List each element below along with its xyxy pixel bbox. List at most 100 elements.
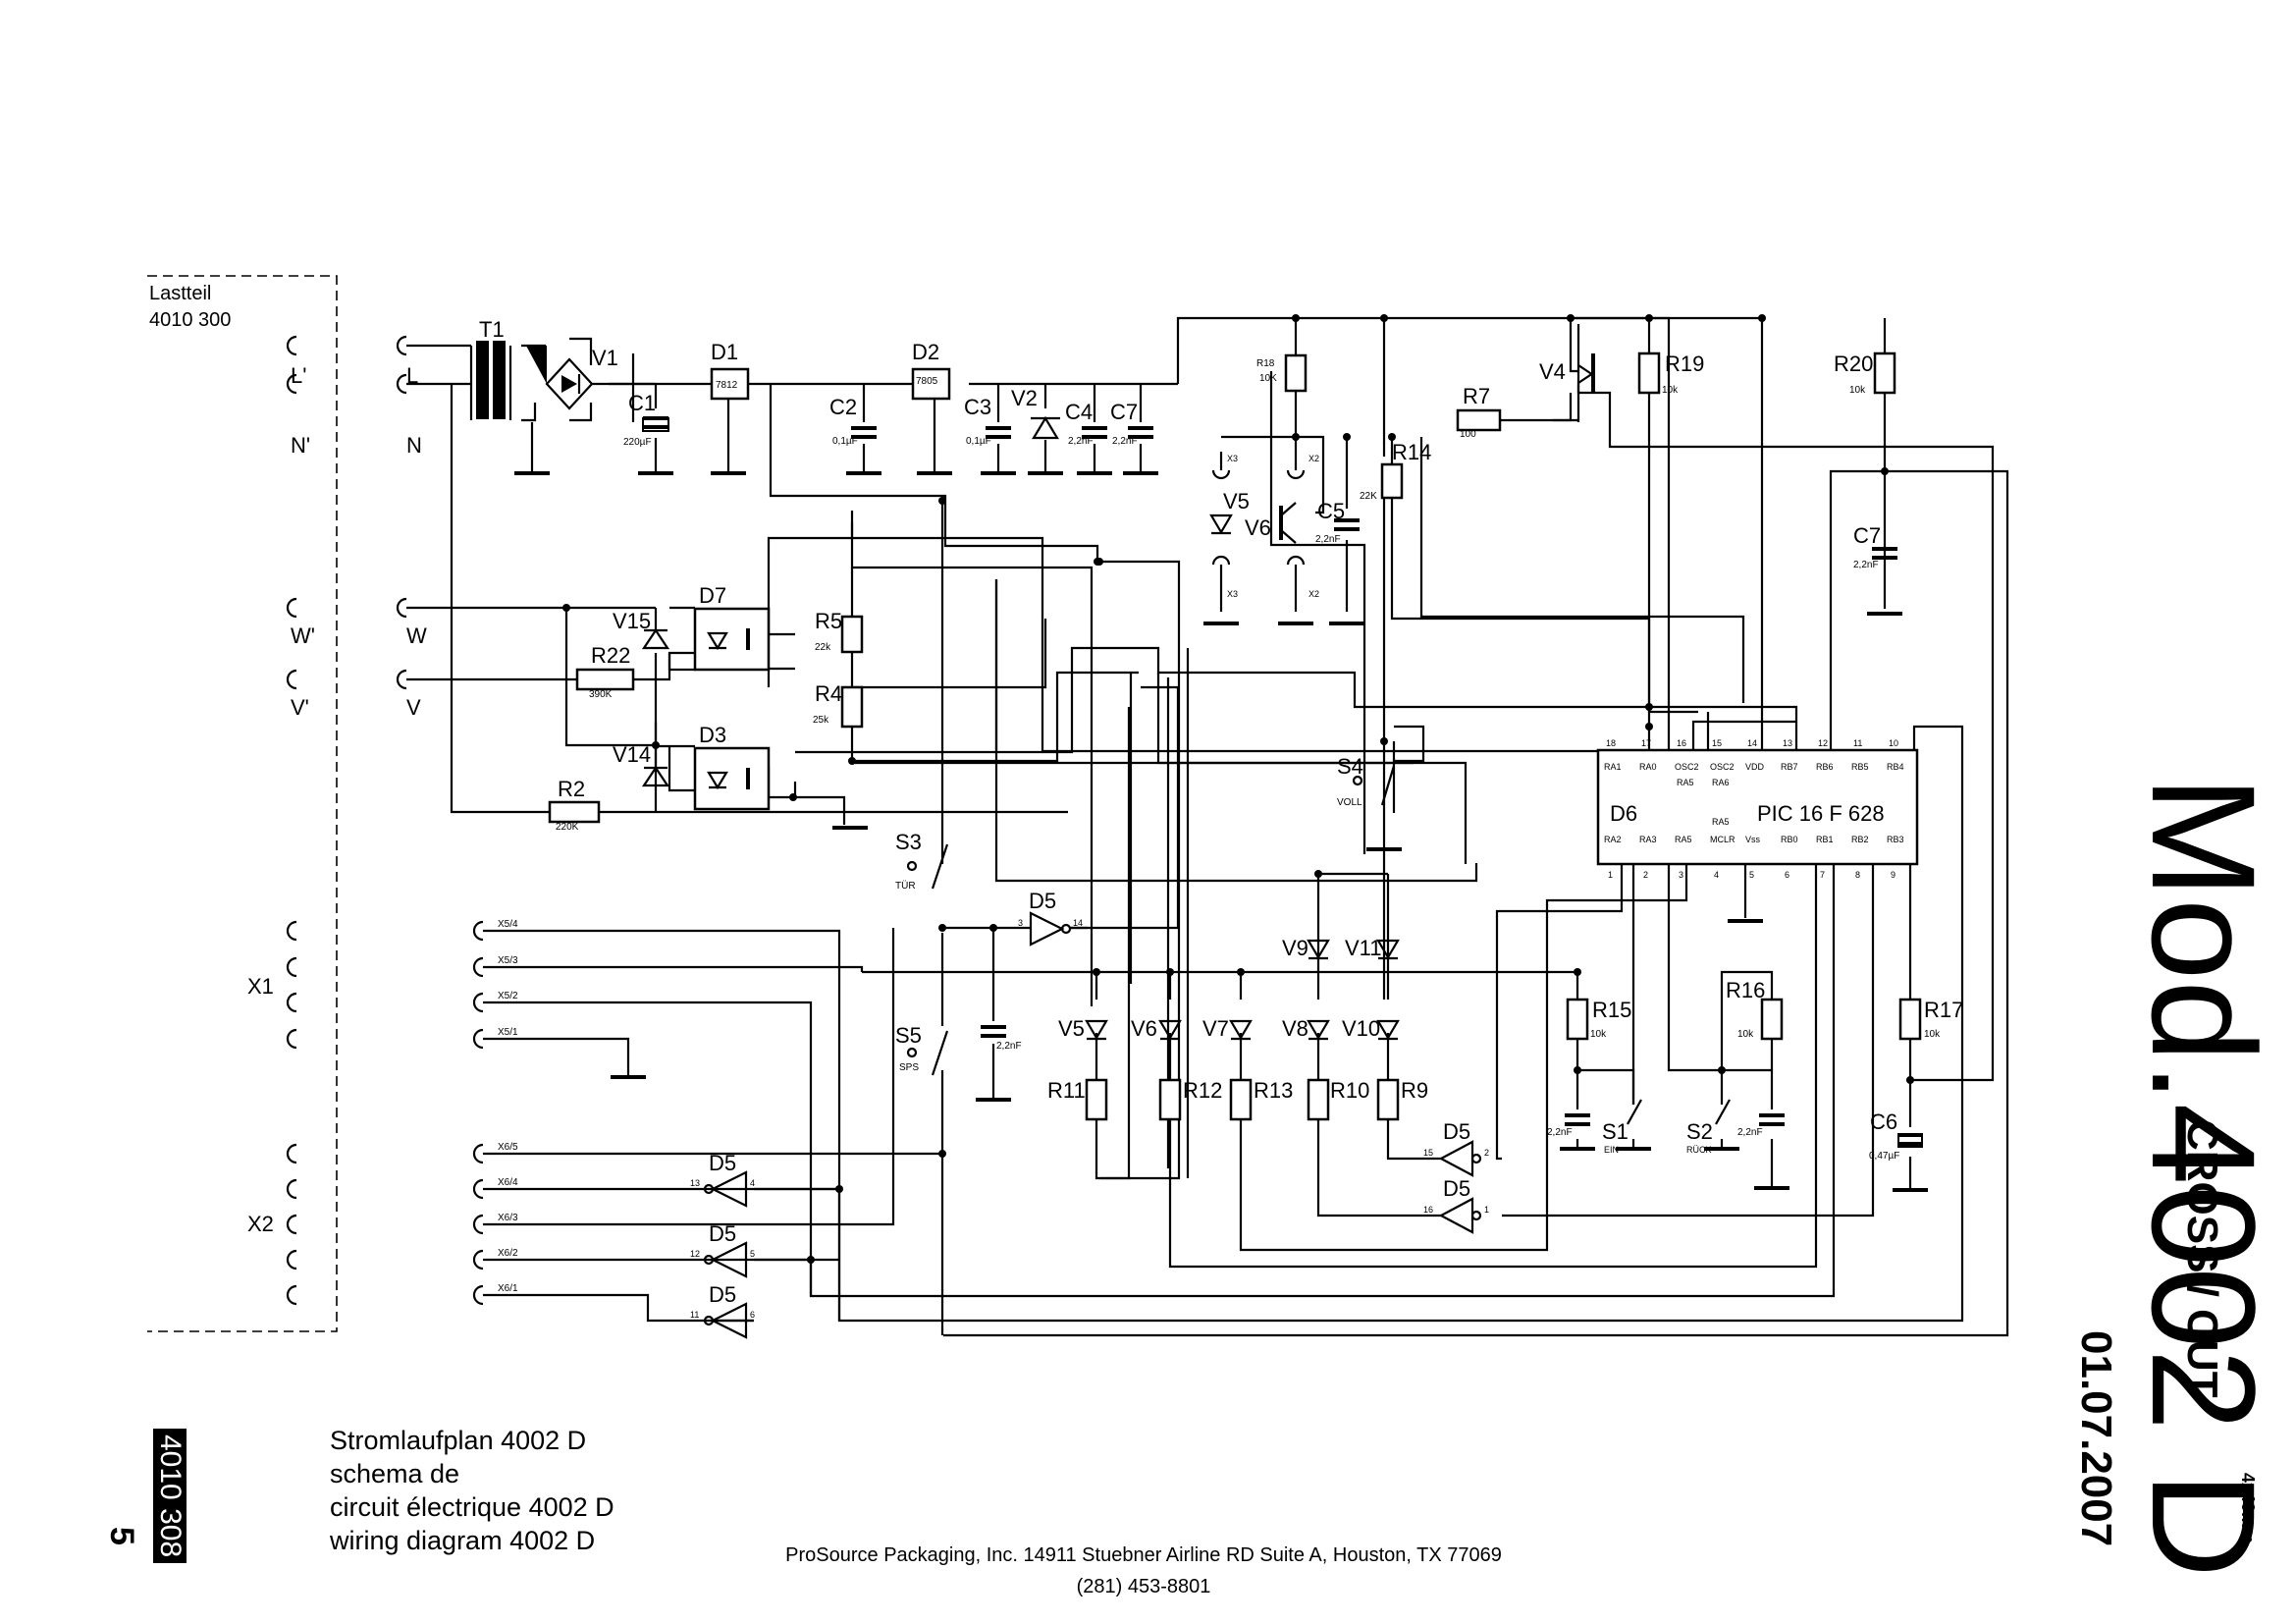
- transistor-v4: [1577, 353, 1595, 393]
- svg-text:8: 8: [1855, 870, 1860, 880]
- resistor-r17: [1898, 998, 1922, 1041]
- value-r16: 10k: [1737, 1029, 1754, 1040]
- value-c5: 2,2nF: [1315, 534, 1341, 545]
- resistor-r22: [575, 668, 635, 691]
- label-c1: C1: [628, 391, 656, 415]
- terminal-block-x5: [286, 920, 485, 1050]
- label-s2-desc: RÜCK: [1686, 1145, 1712, 1155]
- label-s2: S2: [1686, 1119, 1713, 1144]
- lastteil-number: 4010 300: [149, 309, 231, 331]
- svg-text:RA3: RA3: [1639, 835, 1657, 844]
- label-x3-top: X3: [1227, 454, 1238, 463]
- value-r17: 10k: [1924, 1029, 1941, 1040]
- label-v11: V11: [1345, 936, 1382, 960]
- label-d5-5: D5: [1443, 1176, 1470, 1201]
- label-c2: C2: [829, 395, 857, 419]
- value-c4: 2,2nF: [1068, 436, 1094, 447]
- svg-text:MCLR: MCLR: [1710, 835, 1735, 844]
- pin-d5-top-out: 14: [1073, 918, 1083, 928]
- pin-d5-1-out: 4: [750, 1178, 755, 1188]
- label-d5-3: D5: [709, 1282, 736, 1307]
- value-r22: 390K: [589, 689, 613, 700]
- pin-d5-4-in: 15: [1423, 1148, 1433, 1158]
- svg-text:RB3: RB3: [1887, 835, 1904, 844]
- pin-d5-4-out: 2: [1484, 1148, 1489, 1158]
- inverter-d5-1: [703, 1170, 748, 1208]
- inverter-d5-top: [1029, 911, 1072, 947]
- svg-text:3: 3: [1679, 870, 1683, 880]
- transformer-t1: [469, 341, 512, 420]
- zener-v14: [641, 766, 670, 787]
- switch-s4: [1352, 765, 1396, 806]
- value-r18: 10K: [1259, 373, 1277, 384]
- label-ic: PIC 16 F 628: [1757, 801, 1885, 826]
- document-number: 4010 308: [153, 1429, 187, 1564]
- svg-text:10: 10: [1889, 738, 1898, 748]
- switch-s3: [906, 843, 949, 890]
- switch-s2: [1715, 1099, 1731, 1125]
- svg-text:12: 12: [1818, 738, 1828, 748]
- title-line-3: circuit électrique 4002 D: [330, 1492, 614, 1522]
- inverter-d5-4: [1438, 1140, 1482, 1177]
- pin-d5-3-out: 6: [750, 1310, 755, 1320]
- label-r10: R10: [1330, 1078, 1369, 1103]
- svg-text:RA5: RA5: [1712, 817, 1730, 827]
- terminal-v: V: [406, 695, 421, 720]
- value-c1: 220µF: [623, 437, 652, 448]
- value-c-s1: 2,2nF: [1547, 1127, 1573, 1138]
- label-d5-top: D5: [1029, 889, 1056, 913]
- label-r15: R15: [1592, 998, 1631, 1022]
- pin-d5-2-out: 5: [750, 1249, 755, 1259]
- label-r20: R20: [1834, 352, 1873, 376]
- title-block: Stromlaufplan 4002 D schema de circuit é…: [330, 1424, 614, 1557]
- type-d1: 7812: [716, 380, 738, 391]
- svg-text:RA5: RA5: [1675, 835, 1692, 844]
- regulator-d2: [911, 367, 951, 401]
- label-r13: R13: [1254, 1078, 1293, 1103]
- label-s3-desc: TÜR: [895, 880, 916, 892]
- svg-text:RA6: RA6: [1712, 778, 1730, 787]
- inverter-d5-2: [703, 1241, 748, 1278]
- label-c7: C7: [1110, 400, 1138, 424]
- label-d5-2: D5: [709, 1221, 736, 1246]
- svg-text:RA2: RA2: [1604, 835, 1622, 844]
- resistor-r5: [840, 615, 864, 654]
- label-x5-1: X5/1: [498, 1027, 518, 1038]
- label-s3: S3: [895, 830, 922, 854]
- label-x5-2: X5/2: [498, 991, 518, 1001]
- label-v6: V6: [1131, 1016, 1157, 1041]
- value-c6: 0,47µF: [1869, 1151, 1899, 1162]
- value-c-sps: 2,2nF: [996, 1041, 1022, 1052]
- label-r2: R2: [558, 777, 585, 801]
- svg-text:OSC2: OSC2: [1710, 762, 1735, 772]
- label-c7-right: C7: [1853, 523, 1881, 548]
- footer-phone: (281) 453-8801: [1076, 1576, 1211, 1597]
- label-s5: S5: [895, 1023, 922, 1048]
- label-r11: R11: [1047, 1078, 1086, 1103]
- label-x5-4: X5/4: [498, 919, 518, 930]
- label-s4: S4: [1337, 754, 1363, 779]
- pin-d5-3-in: 11: [690, 1310, 699, 1320]
- label-v6-top: V6: [1245, 515, 1271, 540]
- svg-text:15: 15: [1712, 738, 1722, 748]
- resistor-r16: [1760, 998, 1784, 1041]
- svg-text:RB2: RB2: [1851, 835, 1869, 844]
- label-t1: T1: [479, 317, 505, 342]
- svg-text:RA0: RA0: [1639, 762, 1657, 772]
- value-r14: 22K: [1360, 491, 1377, 502]
- svg-text:18: 18: [1606, 738, 1616, 748]
- page-number: 5: [103, 1527, 140, 1545]
- value-r20: 10k: [1849, 385, 1866, 396]
- label-v4: V4: [1539, 359, 1566, 384]
- label-v8: V8: [1282, 1016, 1308, 1041]
- label-d2: D2: [912, 340, 939, 364]
- label-s1-desc: EIN: [1604, 1145, 1619, 1155]
- svg-text:1: 1: [1608, 870, 1613, 880]
- svg-text:RB1: RB1: [1816, 835, 1834, 844]
- regulator-d1: [710, 367, 750, 401]
- ic-pin-labels: 18 17 16 15 14 13 12 11 10 RA1 RA0 OSC2 …: [1604, 738, 1904, 880]
- label-x6-5: X6/5: [498, 1142, 518, 1153]
- type-d2: 7805: [916, 376, 938, 387]
- label-d5-1: D5: [709, 1151, 736, 1175]
- label-c6: C6: [1870, 1109, 1897, 1134]
